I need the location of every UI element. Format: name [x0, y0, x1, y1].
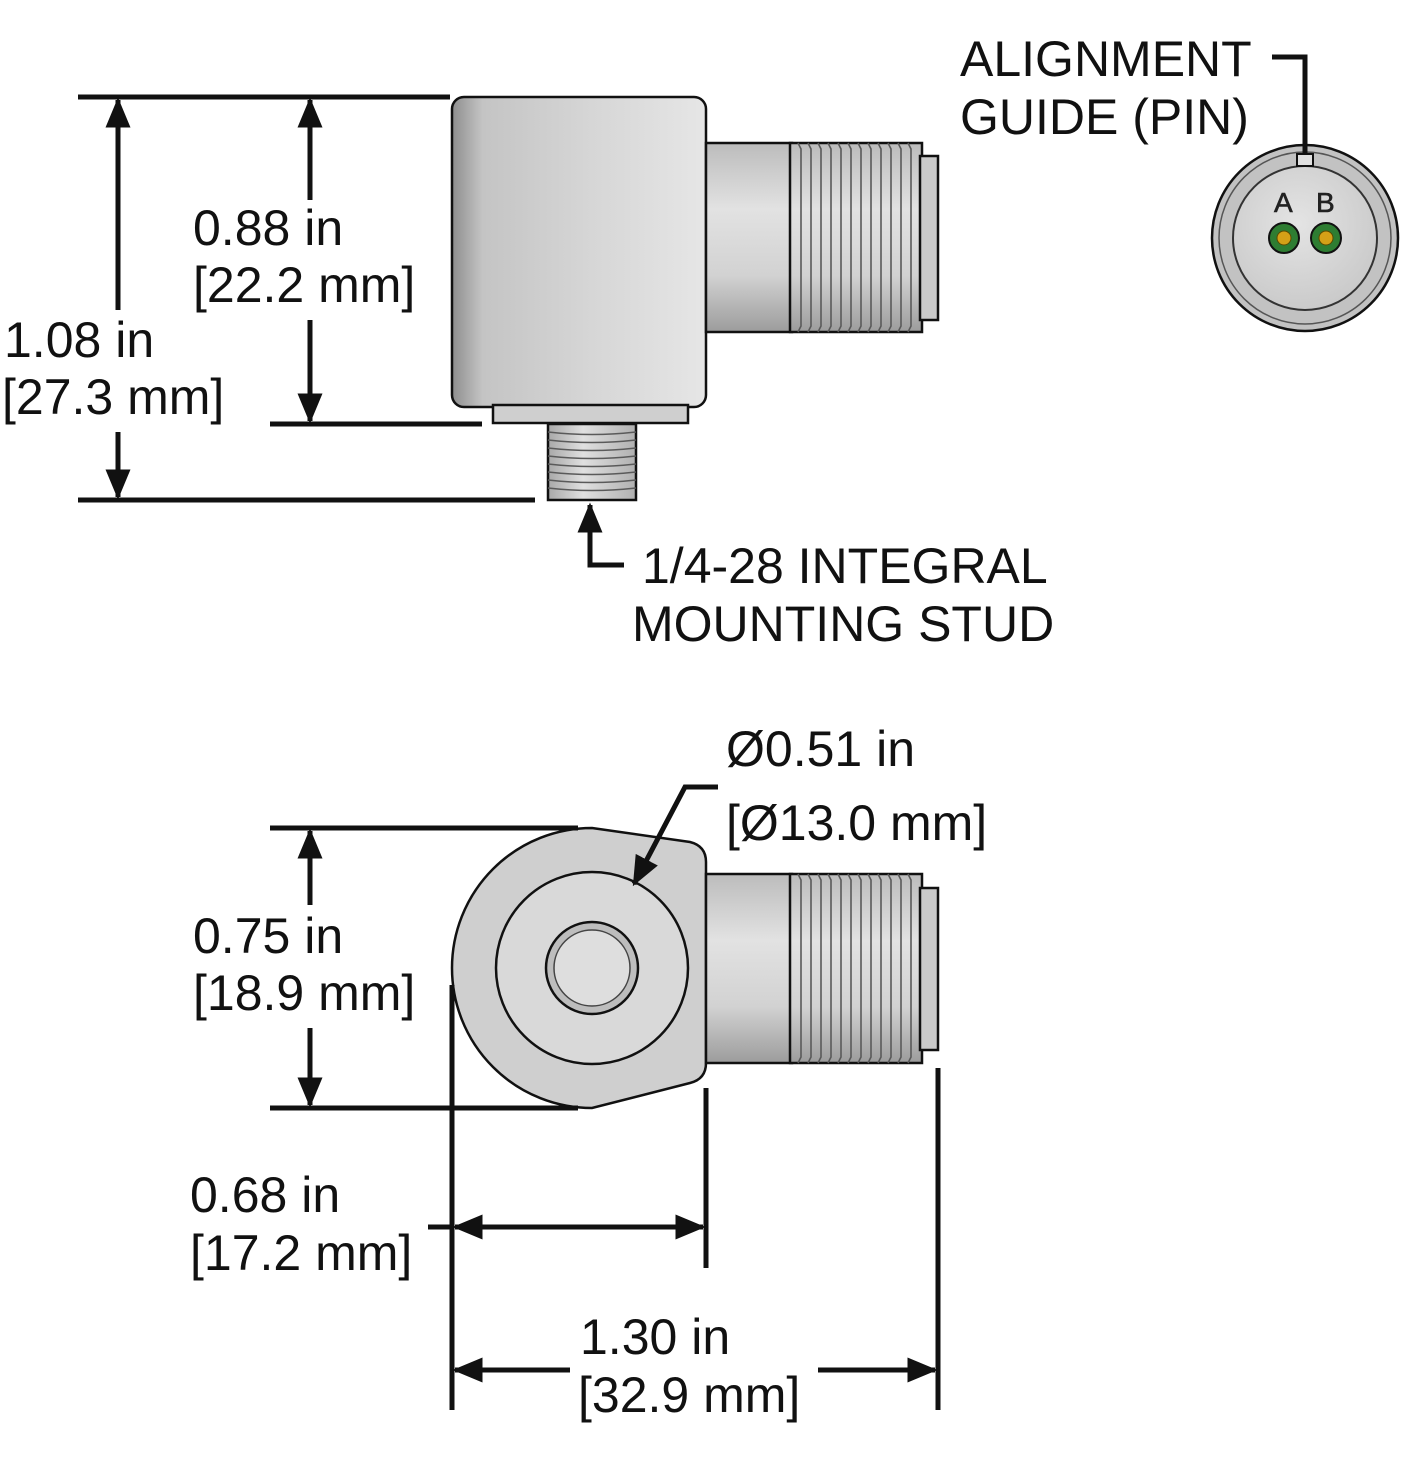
overall-height-in: 1.08 in: [4, 312, 154, 368]
thread-line: [797, 873, 802, 1064]
body-height-mm: [22.2 mm]: [193, 257, 415, 313]
thread-line: [547, 439, 637, 444]
thread-line: [837, 142, 842, 333]
thread-line: [877, 142, 882, 333]
connector-face-inner: [1232, 165, 1378, 311]
body-width-mm: [18.9 mm]: [193, 965, 415, 1021]
mounting-stud: [546, 422, 638, 502]
thread-line: [817, 873, 822, 1064]
pin-b-label: B: [1316, 187, 1335, 218]
thread-line: [547, 487, 637, 492]
mounting-stud-label-line1: 1/4-28 INTEGRAL: [642, 538, 1048, 594]
thread-line: [837, 873, 842, 1064]
thread-line: [857, 873, 862, 1064]
alignment-guide-label-line1: ALIGNMENT: [960, 31, 1252, 87]
connector-end-top: [918, 886, 940, 1052]
sensor-base: [491, 403, 690, 425]
connector-thread-top: [788, 872, 924, 1065]
thread-line: [827, 142, 832, 333]
thread-line: [847, 873, 852, 1064]
body-length-dimension: 0.68 in [17.2 mm]: [190, 985, 709, 1410]
overall-length-mm: [32.9 mm]: [578, 1367, 800, 1423]
thread-line: [797, 142, 802, 333]
thread-line: [547, 447, 637, 452]
body-height-dimension: 0.88 in [22.2 mm]: [193, 97, 482, 427]
thread-line: [547, 471, 637, 476]
overall-length-in: 1.30 in: [580, 1309, 730, 1365]
connector-thread-lines-top: [797, 873, 912, 1064]
thread-line: [547, 455, 637, 460]
body-length-in: 0.68 in: [190, 1167, 340, 1223]
stud-thread-lines: [547, 431, 637, 492]
thread-line: [857, 142, 862, 333]
thread-line: [897, 873, 902, 1064]
thread-line: [877, 873, 882, 1064]
thread-line: [887, 873, 892, 1064]
overall-height-mm: [27.3 mm]: [2, 369, 224, 425]
body-height-in: 0.88 in: [193, 200, 343, 256]
thread-line: [847, 142, 852, 333]
alignment-guide-label-line2: GUIDE (PIN): [960, 89, 1249, 145]
body-width-in: 0.75 in: [193, 908, 343, 964]
overall-length-dimension: 1.30 in [32.9 mm]: [452, 1068, 941, 1423]
thread-line: [547, 463, 637, 468]
thread-line: [887, 142, 892, 333]
thread-line: [807, 873, 812, 1064]
sensor-body: [450, 95, 708, 409]
body-length-mm: [17.2 mm]: [190, 1225, 412, 1281]
pin-a-core: [1276, 230, 1292, 246]
center-boss-inner: [553, 929, 631, 1007]
connector-neck: [704, 141, 794, 334]
head-diameter-mm: [Ø13.0 mm]: [726, 795, 987, 851]
thread-line: [547, 479, 637, 484]
thread-line: [907, 873, 912, 1064]
connector-thread-lines: [797, 142, 912, 333]
side-view: [450, 95, 940, 502]
thread-line: [897, 142, 902, 333]
head-diameter-in: Ø0.51 in: [726, 721, 915, 777]
thread-line: [547, 431, 637, 436]
alignment-guide-callout: ALIGNMENT GUIDE (PIN): [960, 31, 1308, 154]
overall-height-dimension: 1.08 in [27.3 mm]: [2, 94, 535, 503]
top-view: [450, 826, 940, 1110]
pin-b-core: [1318, 230, 1334, 246]
thread-line: [827, 873, 832, 1064]
connector-end: [918, 154, 940, 322]
thread-line: [817, 142, 822, 333]
mounting-stud-label-line2: MOUNTING STUD: [632, 596, 1054, 652]
thread-line: [907, 142, 912, 333]
mounting-stud-callout: 1/4-28 INTEGRAL MOUNTING STUD: [577, 502, 1054, 652]
pin-a-label: A: [1274, 187, 1293, 218]
thread-line: [867, 873, 872, 1064]
connector-neck-top: [704, 872, 794, 1065]
body-width-dimension: 0.75 in [18.9 mm]: [193, 825, 578, 1111]
head-diameter-callout: Ø0.51 in [Ø13.0 mm]: [631, 721, 987, 887]
connector-end-view: A B: [1210, 143, 1400, 333]
connector-thread: [788, 141, 924, 334]
thread-line: [867, 142, 872, 333]
thread-line: [807, 142, 812, 333]
alignment-pin: [1296, 153, 1314, 167]
